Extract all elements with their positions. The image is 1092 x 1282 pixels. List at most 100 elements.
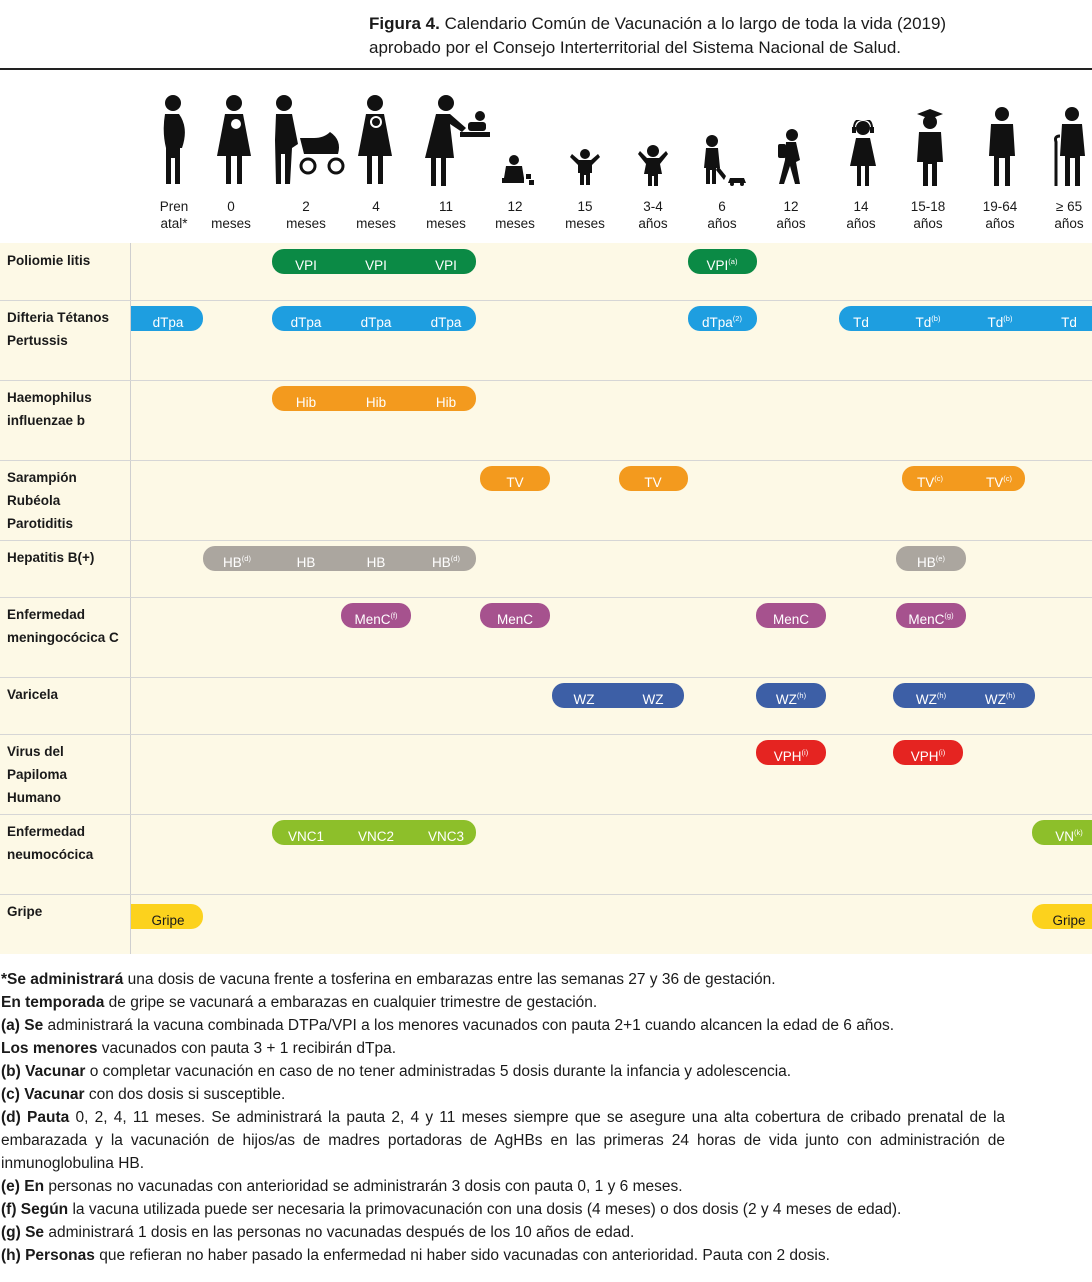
footnote: (d) Pauta 0, 2, 4, 11 meses. Se administ… <box>1 1109 1006 1172</box>
dose-bar-vpi: VPI VPI VPI <box>272 249 476 274</box>
footnote: *Se administrará una dosis de vacuna fre… <box>1 971 776 988</box>
dose-vz-3-4a: WZ <box>642 692 664 707</box>
dose-bar-dtpa-6a: dTpa(2) <box>688 306 757 331</box>
dose-menc-4m: MenC(f) <box>354 611 398 627</box>
header-rule <box>0 68 1092 70</box>
dose-bar-vz-adult: WZ(h) WZ(h) <box>893 683 1035 708</box>
dose-dtpa-11m: dTpa <box>430 315 462 330</box>
dose-hib-4m: Hib <box>365 395 387 410</box>
figure-label: Figura 4. <box>369 14 440 33</box>
adult-icon <box>989 107 1015 186</box>
dose-bar-menc-12a: MenC <box>756 603 826 628</box>
dose-bar-tv-adult: TV(c) TV(c) <box>902 466 1025 491</box>
dose-tv-19-64a: TV(c) <box>985 474 1013 490</box>
dose-vnc2-4m: VNC2 <box>357 829 395 844</box>
dose-td-14a: Td <box>853 315 869 330</box>
dose-hb-15-18a: HB(e) <box>917 554 945 570</box>
parent-changing-baby-icon <box>425 95 490 186</box>
dose-vz-15-18a: WZ(h) <box>915 691 947 707</box>
dose-bar-vph-12a: VPH(i) <box>756 740 826 765</box>
dose-dtpa-6a: dTpa(2) <box>702 314 742 330</box>
graduate-icon <box>917 109 943 186</box>
row-label-varicela: Varicela <box>7 687 59 702</box>
dose-gripe-65a: Gripe <box>1052 913 1086 928</box>
dose-vnc3-11m: VNC3 <box>427 829 465 844</box>
dose-dtpa-2m: dTpa <box>290 315 322 330</box>
row-divider <box>0 814 1092 815</box>
dose-vz-12a: WZ(h) <box>775 691 807 707</box>
dose-bar-vpi-6a: VPI(a) <box>688 249 757 274</box>
row-label-gripe: Gripe <box>7 904 43 919</box>
dose-vpi-11m: VPI <box>435 258 457 273</box>
dose-vph-15-18a: VPH(i) <box>910 748 946 764</box>
footnote: (e) En personas no vacunadas con anterio… <box>1 1178 683 1195</box>
row-divider <box>0 380 1092 381</box>
pregnant-woman-icon <box>163 95 185 184</box>
dose-bar-gripe-65a: Gripe <box>1032 904 1092 929</box>
dose-bar-menc-15-18a: MenC(g) <box>896 603 966 628</box>
dose-bar-hb: HB(d) HB HB HB(d) <box>203 546 476 571</box>
footnote: (a) Se administrará la vacuna combinada … <box>1 1017 895 1034</box>
elderly-with-cane-icon <box>1054 107 1085 186</box>
footnotes: *Se administrará una dosis de vacuna fre… <box>1 968 1005 1267</box>
dose-bar-hb-15-18a: HB(e) <box>896 546 966 571</box>
dose-vz-15m: WZ <box>573 692 595 707</box>
footnote: (h) Personas que refieran no haber pasad… <box>1 1247 830 1264</box>
dose-tv-3-4a: TV <box>644 475 662 490</box>
dose-gripe-prenatal: Gripe <box>151 913 185 928</box>
dose-bar-vph-15-18a: VPH(i) <box>893 740 963 765</box>
row-divider <box>0 460 1092 461</box>
dose-menc-12a: MenC <box>772 612 810 627</box>
figure-title-line2: aprobado por el Consejo Interterritorial… <box>369 38 902 57</box>
dose-hb-0m: HB(d) <box>223 554 251 570</box>
mother-with-newborn-icon <box>217 95 251 184</box>
dose-bar-menc-4m: MenC(f) <box>341 603 411 628</box>
dose-dtpa-4m: dTpa <box>360 315 392 330</box>
dose-hb-11m: HB(d) <box>432 554 460 570</box>
dose-vnc1-2m: VNC1 <box>287 829 325 844</box>
row-divider <box>0 677 1092 678</box>
child-walking-with-bag-icon <box>778 129 800 184</box>
mother-carrying-baby-icon <box>358 95 392 184</box>
dose-vpi-4m: VPI <box>365 258 387 273</box>
toddler-sitting-icon <box>502 155 534 185</box>
row-divider <box>0 894 1092 895</box>
footnote: Los menores vacunados con pauta 3 + 1 re… <box>1 1040 397 1057</box>
dose-bar-vn-65a: VN(k) <box>1032 820 1092 845</box>
dose-vn-65a: VN(k) <box>1055 828 1083 844</box>
dose-hb-4m: HB <box>366 555 386 570</box>
column-divider <box>130 243 131 954</box>
footnote: (c) Vacunar con dos dosis si susceptible… <box>1 1086 286 1103</box>
footnote: En temporada de gripe se vacunará a emba… <box>1 994 598 1011</box>
dose-td-65a: Td <box>1061 315 1077 330</box>
dose-bar-dtpa-prenatal: dTpa <box>131 306 203 331</box>
footnote: (b) Vacunar o completar vacunación en ca… <box>1 1063 792 1080</box>
dose-tv-12m: TV <box>506 475 524 490</box>
dose-bar-vz-child: WZ WZ <box>552 683 684 708</box>
dose-hib-2m: Hib <box>295 395 317 410</box>
dose-bar-menc-12m: MenC <box>480 603 550 628</box>
footnote: (f) Según la vacuna utilizada puede ser … <box>1 1201 902 1218</box>
dose-vpi-2m: VPI <box>295 258 317 273</box>
row-label-poliomielitis: Poliomie litis <box>7 253 91 268</box>
dose-bar-vnc: VNC1 VNC2 VNC3 <box>272 820 476 845</box>
